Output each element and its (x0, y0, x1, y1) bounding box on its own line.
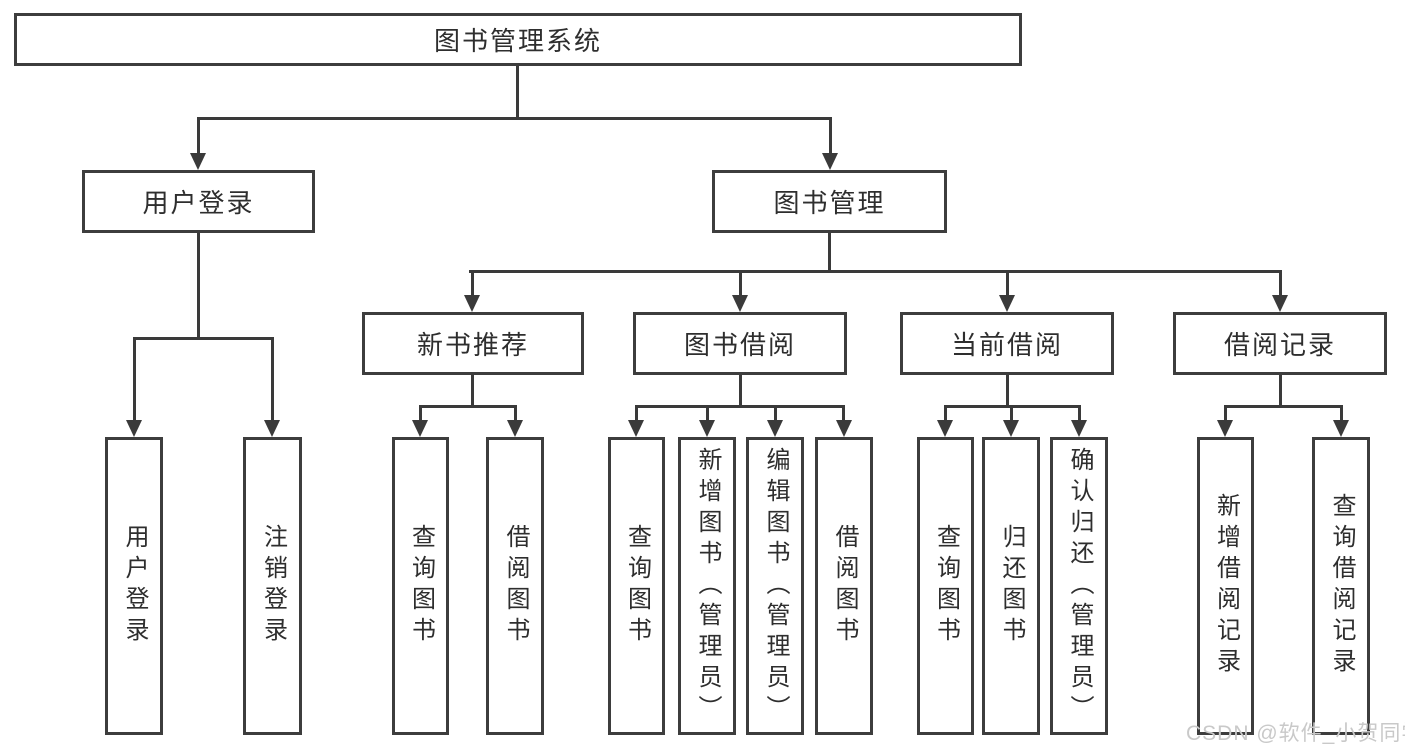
leaf-query-books-3: 查询图书 (917, 437, 974, 735)
arrow-down-icon (1272, 295, 1288, 312)
connector-line (944, 405, 1081, 408)
arrow-down-icon (464, 295, 480, 312)
arrow-down-icon (628, 420, 644, 437)
node-borrowing-records: 借阅记录 (1173, 312, 1387, 375)
leaf-query-books-1: 查询图书 (392, 437, 449, 735)
connector-line (419, 405, 517, 408)
connector-line (197, 117, 832, 120)
connector-line (514, 408, 517, 420)
leaf-borrow-books-2-label: 借阅图书 (831, 524, 858, 648)
arrow-down-icon (264, 420, 280, 437)
connector-line (739, 273, 742, 295)
connector-line (469, 270, 1282, 273)
node-user-login: 用户登录 (82, 170, 315, 233)
connector-line (1078, 408, 1081, 420)
node-book-management: 图书管理 (712, 170, 947, 233)
arrow-down-icon (1217, 420, 1233, 437)
connector-line (133, 340, 136, 420)
connector-line (706, 408, 709, 420)
leaf-query-books-3-label: 查询图书 (932, 524, 960, 648)
leaf-borrow-books-2: 借阅图书 (815, 437, 873, 735)
leaf-confirm-return-admin-label: 确认归还（管理员） (1066, 446, 1093, 726)
node-root-label: 图书管理系统 (433, 26, 602, 56)
arrow-down-icon (732, 295, 748, 312)
connector-line (271, 340, 274, 420)
node-new-book-recommend: 新书推荐 (362, 312, 584, 375)
connector-line (842, 408, 845, 420)
leaf-logout: 注销登录 (243, 437, 302, 735)
leaf-borrow-books-1: 借阅图书 (486, 437, 544, 735)
connector-line (1224, 405, 1343, 408)
arrow-down-icon (1333, 420, 1349, 437)
connector-line (829, 117, 832, 155)
leaf-user-login: 用户登录 (105, 437, 163, 735)
connector-line (635, 405, 845, 408)
connector-line (1279, 273, 1282, 295)
arrow-down-icon (126, 420, 142, 437)
arrow-down-icon (699, 420, 715, 437)
connector-line (1010, 408, 1013, 420)
node-book-borrowing: 图书借阅 (633, 312, 847, 375)
node-root: 图书管理系统 (14, 13, 1022, 66)
arrow-down-icon (836, 420, 852, 437)
arrow-down-icon (412, 420, 428, 437)
leaf-user-login-label: 用户登录 (121, 524, 148, 648)
node-current-borrowing-label: 当前借阅 (950, 330, 1063, 360)
arrow-down-icon (767, 420, 783, 437)
connector-line (1340, 408, 1343, 420)
leaf-query-books-2: 查询图书 (608, 437, 665, 735)
leaf-edit-books-admin: 编辑图书（管理员） (746, 437, 804, 735)
watermark-text: CSDN @软件_小贺同学 (1186, 722, 1405, 745)
connector-line (471, 375, 474, 405)
connector-line (1279, 375, 1282, 405)
leaf-query-books-2-label: 查询图书 (623, 524, 651, 648)
connector-line (739, 375, 742, 405)
leaf-borrow-books-1-label: 借阅图书 (502, 524, 529, 648)
node-borrowing-records-label: 借阅记录 (1223, 330, 1336, 360)
connector-line (516, 66, 519, 117)
leaf-return-books: 归还图书 (982, 437, 1040, 735)
leaf-confirm-return-admin: 确认归还（管理员） (1050, 437, 1108, 735)
leaf-query-books-1-label: 查询图书 (407, 524, 435, 648)
node-current-borrowing: 当前借阅 (900, 312, 1114, 375)
arrow-down-icon (1003, 420, 1019, 437)
node-book-borrowing-label: 图书借阅 (683, 330, 796, 360)
leaf-query-borrow-record: 查询借阅记录 (1312, 437, 1370, 735)
leaf-logout-label: 注销登录 (259, 524, 287, 648)
leaf-add-borrow-record: 新增借阅记录 (1197, 437, 1254, 735)
connector-line (635, 408, 638, 420)
connector-line (774, 408, 777, 420)
node-new-book-recommend-label: 新书推荐 (416, 330, 529, 360)
arrow-down-icon (507, 420, 523, 437)
connector-line (133, 337, 274, 340)
connector-line (471, 273, 474, 295)
node-book-management-label: 图书管理 (773, 188, 886, 218)
leaf-add-books-admin: 新增图书（管理员） (678, 437, 736, 735)
leaf-return-books-label: 归还图书 (998, 524, 1025, 648)
connector-line (944, 408, 947, 420)
connector-line (1224, 408, 1227, 420)
connector-line (1006, 375, 1009, 405)
leaf-add-books-admin-label: 新增图书（管理员） (694, 446, 721, 726)
arrow-down-icon (937, 420, 953, 437)
arrow-down-icon (1071, 420, 1087, 437)
leaf-edit-books-admin-label: 编辑图书（管理员） (762, 446, 789, 726)
node-user-login-label: 用户登录 (142, 188, 255, 218)
connector-line (828, 233, 831, 270)
arrow-down-icon (822, 153, 838, 170)
leaf-add-borrow-record-label: 新增借阅记录 (1212, 493, 1240, 679)
arrow-down-icon (190, 153, 206, 170)
connector-line (197, 117, 200, 155)
connector-line (1006, 273, 1009, 295)
arrow-down-icon (999, 295, 1015, 312)
leaf-query-borrow-record-label: 查询借阅记录 (1328, 493, 1355, 679)
connector-line (197, 233, 200, 337)
connector-line (419, 408, 422, 420)
